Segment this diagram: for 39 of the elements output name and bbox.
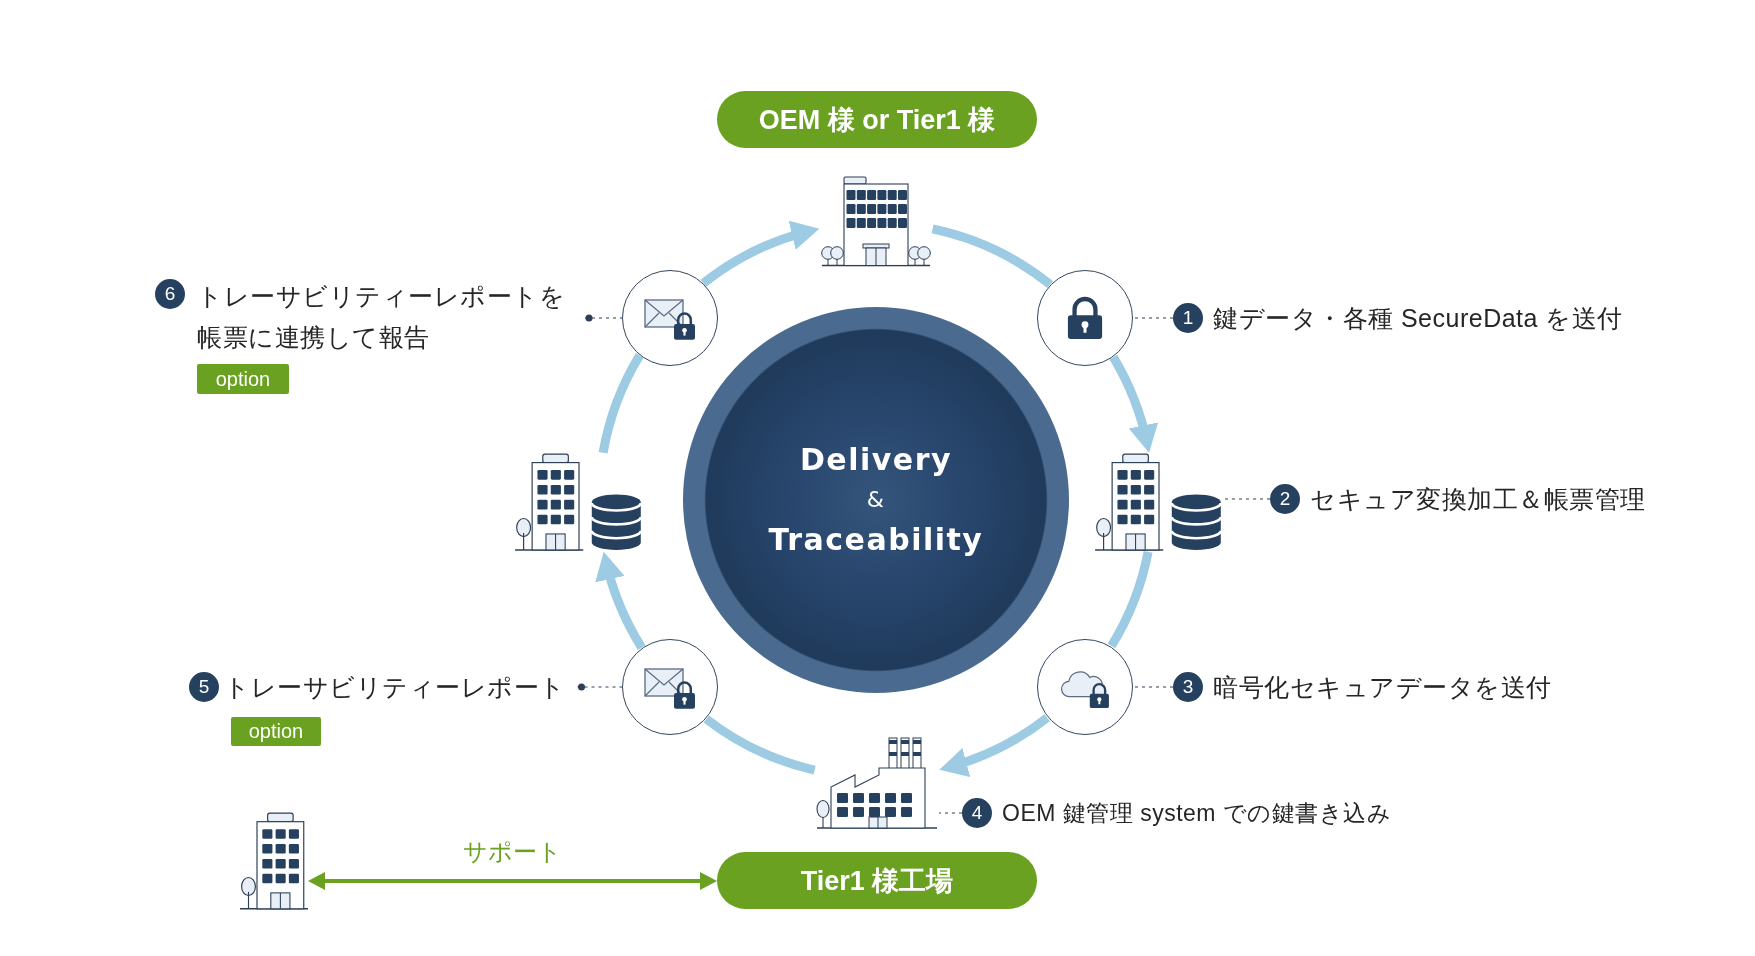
- double-arrow: [308, 872, 717, 890]
- center-title: Delivery: [799, 441, 953, 479]
- leader-line: [576, 683, 623, 691]
- leader-line: [1222, 498, 1271, 500]
- curved-line: [703, 715, 816, 775]
- step-number: 4: [962, 798, 992, 828]
- step-description: セキュア変換加工＆帳票管理: [1310, 484, 1646, 515]
- office-building-illustration: [820, 176, 932, 267]
- step-description: トレーサビリティーレポートを帳票に連携して報告: [197, 281, 566, 353]
- curved-line: [598, 353, 644, 454]
- leader-line: [938, 812, 963, 814]
- leader-line: [1132, 317, 1174, 319]
- building-database-illustration: [515, 453, 643, 551]
- center-conjunction: &: [866, 486, 886, 514]
- leader-line: [1132, 686, 1174, 688]
- building-database-illustration: [1095, 453, 1223, 551]
- office-building-illustration: [240, 812, 308, 910]
- step-number: 5: [189, 672, 219, 702]
- step-description: 暗号化セキュアデータを送付: [1213, 672, 1552, 703]
- center-title: Traceability: [768, 521, 984, 559]
- leader-line: [584, 314, 623, 322]
- label-pill: OEM 様 or Tier1 様: [717, 91, 1037, 148]
- step-description: 鍵データ・各種 SecureData を送付: [1213, 303, 1623, 334]
- step-number: 1: [1173, 303, 1203, 333]
- curved-line: [931, 224, 1053, 289]
- curved-arrow: [700, 221, 820, 287]
- step-number: 3: [1173, 672, 1203, 702]
- curved-arrow: [596, 551, 646, 650]
- step-description: OEM 鍵管理 system での鍵書き込み: [1002, 799, 1392, 828]
- curved-line: [1107, 550, 1153, 649]
- option-tag: option: [197, 364, 289, 394]
- option-tag: option: [231, 717, 321, 746]
- curved-arrow: [1109, 354, 1158, 453]
- label-pill: Tier1 様工場: [717, 852, 1037, 909]
- step-description: トレーサビリティーレポート: [224, 672, 566, 703]
- factory-illustration: [815, 737, 939, 829]
- step-number: 6: [155, 279, 185, 309]
- curved-arrow: [939, 714, 1050, 776]
- step-number: 2: [1270, 484, 1300, 514]
